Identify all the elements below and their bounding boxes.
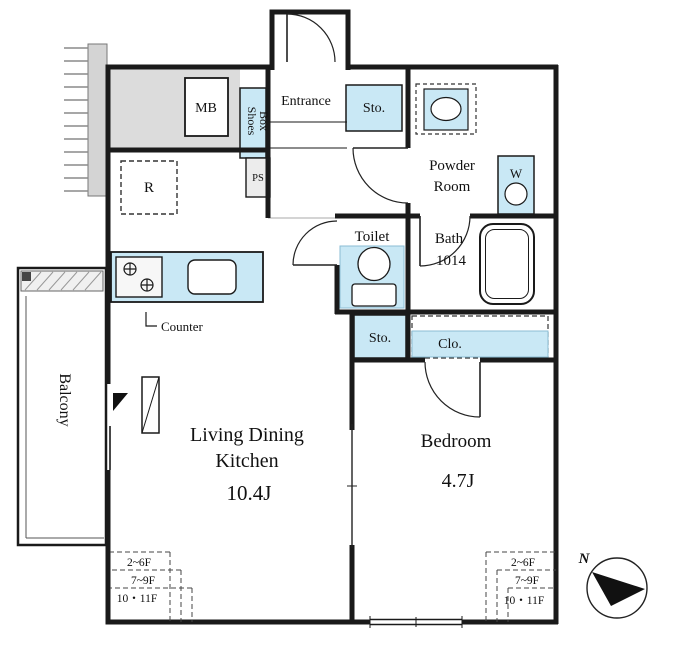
- powder-room-label-line1: Powder: [429, 158, 475, 174]
- counter-leader-line: [145, 312, 157, 327]
- counter-label: Counter: [161, 319, 204, 334]
- washbasin-bowl: [430, 96, 462, 122]
- closet-door: [424, 361, 481, 418]
- kitchen-sink: [187, 259, 237, 295]
- stove: [115, 256, 163, 298]
- bath-label-line1: Bath: [435, 231, 464, 247]
- floor-marks-left: 2~6F 7~9F 10・11F: [110, 551, 193, 622]
- corridor-strip: [87, 43, 108, 197]
- toilet-tank: [351, 283, 397, 307]
- powder-room-door: [352, 147, 409, 204]
- washer-label: W: [510, 166, 523, 181]
- planter-hatch: [24, 271, 102, 291]
- ldk-label-line2: Kitchen: [215, 450, 278, 472]
- balcony-planter: [20, 270, 104, 292]
- compass-north-label: N: [578, 551, 591, 567]
- floor-mark-label: 2~6F: [127, 557, 151, 569]
- floor-mark-label: 10・11F: [117, 593, 157, 605]
- entrance-label: Entrance: [281, 94, 331, 109]
- fixtures: [110, 77, 549, 434]
- meter-box: [184, 77, 229, 137]
- fridge-dashed-outline: [120, 160, 178, 215]
- closet-label: Clo.: [438, 337, 462, 352]
- entrance-step-lines: [269, 121, 347, 149]
- toilet-label: Toilet: [355, 229, 391, 245]
- floor-mark-label: 7~9F: [515, 575, 539, 587]
- floor-marks-right: 2~6F 7~9F 10・11F: [485, 551, 556, 622]
- toilet-door: [292, 220, 338, 266]
- mb-label: MB: [195, 101, 217, 116]
- powder-room-label-line2: Room: [434, 179, 471, 195]
- basin-dashed-outline: [415, 83, 477, 135]
- fridge-label: R: [144, 180, 154, 196]
- balcony-drain: [22, 272, 31, 281]
- walls: [105, 9, 559, 625]
- floor-mark-label: 7~9F: [131, 575, 155, 587]
- bathtub: [479, 223, 535, 305]
- doors: [286, 13, 481, 548]
- corridor-ticks: [64, 47, 88, 192]
- bedroom-window: [369, 616, 463, 628]
- bath-door: [419, 215, 471, 267]
- balcony-window: [105, 384, 111, 470]
- ldk-size-label: 10.4J: [227, 481, 272, 505]
- floor-marks-right-lines: [485, 551, 556, 622]
- compass: N: [578, 551, 648, 619]
- room-labels: MB Shoes Box Entrance Sto. Powder Room W…: [144, 94, 523, 505]
- closet-band: [411, 330, 549, 358]
- bath-label-line2: 1014: [436, 253, 467, 269]
- storage-upper-label: Sto.: [363, 101, 385, 116]
- pipe-space-label: PS: [252, 173, 264, 184]
- shoes-box: [239, 87, 267, 159]
- entrance-alcove-walls: [269, 9, 351, 70]
- compass-needle: [592, 572, 645, 606]
- storage-lower-label: Sto.: [369, 331, 391, 346]
- entrance-door: [286, 13, 336, 63]
- stove-burners: [123, 262, 154, 292]
- bedroom-size-label: 4.7J: [442, 470, 475, 492]
- windows: [105, 384, 463, 628]
- toilet-bowl: [357, 246, 391, 282]
- bedroom-label: Bedroom: [421, 431, 492, 452]
- storage-upper-box: [345, 84, 403, 132]
- ldk-label-line1: Living Dining: [190, 424, 304, 446]
- floor-mark-label: 2~6F: [511, 557, 535, 569]
- window-marker-triangle: [113, 393, 128, 411]
- washing-machine-drum: [504, 182, 528, 206]
- shoes-box-label-line1: Shoes: [245, 107, 259, 136]
- balcony: Balcony: [16, 266, 108, 547]
- shoes-box-label-line2: Box: [257, 111, 271, 131]
- bathtub-inner: [485, 229, 529, 299]
- balcony-outline: [16, 266, 108, 547]
- floor-mark-label: 10・11F: [504, 595, 544, 607]
- shelf-diagonal: [141, 376, 160, 434]
- floor-marks-left-lines: [110, 551, 193, 622]
- balcony-inner-line: [25, 296, 104, 539]
- balcony-label: Balcony: [56, 373, 73, 426]
- bedroom-sliding-door: [347, 424, 357, 548]
